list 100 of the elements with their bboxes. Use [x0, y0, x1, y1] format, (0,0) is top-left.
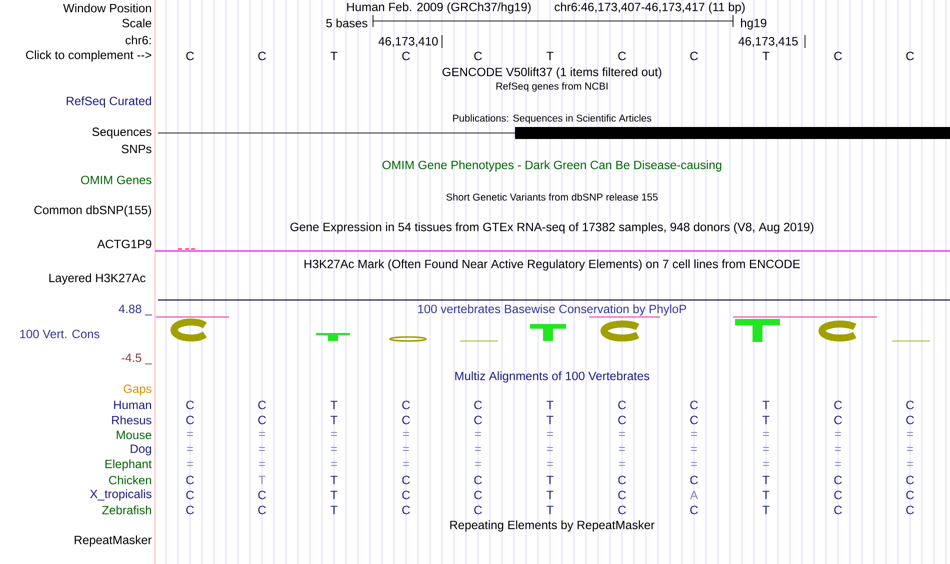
alignment-base: C [402, 416, 410, 424]
species-label: X_tropicalis [90, 489, 152, 501]
alignment-base: C [474, 490, 482, 500]
alignment-base: T [330, 490, 338, 500]
alignment-base: C [402, 400, 410, 410]
track-label: Scale [122, 18, 152, 28]
track-label: Gaps [124, 384, 152, 396]
species-label: Rhesus [112, 416, 152, 424]
track-label: Layered H3K27Ac [49, 273, 146, 285]
alignment-base: C [258, 416, 266, 424]
alignment-base: = [547, 447, 553, 451]
track-title: Multiz Alignments of 100 Vertebrates [455, 371, 650, 383]
alignment-base: T [762, 476, 770, 484]
alignment-base: T [330, 400, 338, 410]
base-letter: C [474, 52, 482, 60]
alignment-base: C [906, 506, 914, 514]
track-label: RefSeq Curated [66, 96, 151, 108]
track-title: RefSeq genes from NCBI [496, 82, 608, 92]
alignment-base: C [834, 490, 842, 500]
alignment-base: C [474, 400, 482, 410]
alignment-base: = [763, 462, 769, 466]
species-label: Elephant [105, 459, 152, 471]
alignment-base: = [835, 447, 841, 451]
alignment-base: T [546, 400, 554, 410]
track-label: chr6: [126, 36, 151, 44]
alignment-base: = [619, 447, 625, 451]
alignment-base: = [619, 462, 625, 466]
alignment-base: C [186, 506, 194, 514]
alignment-base: = [403, 432, 409, 436]
track-label: ACTG1P9 [97, 240, 152, 248]
alignment-base: T [546, 506, 554, 514]
axis-value: 4.88 _ [118, 304, 152, 316]
track-label: Window Position [63, 4, 151, 12]
alignment-base: C [186, 476, 194, 484]
track-label: Common dbSNP(155) [34, 205, 152, 217]
species-label: Zebrafish [102, 506, 152, 514]
alignment-base: C [402, 476, 410, 484]
species-label: Mouse [116, 430, 152, 440]
alignment-base: C [474, 506, 482, 514]
track-label: Sequences [92, 128, 152, 138]
track-label: Click to complement --> [26, 50, 152, 62]
alignment-base: C [834, 506, 842, 514]
track-label: 100 Vert. Cons [20, 330, 100, 338]
track-title: Short Genetic Variants from dbSNP release 155 [446, 193, 658, 201]
species-label: Human [114, 400, 152, 410]
alignment-base: = [691, 432, 697, 436]
alignment-base: = [331, 447, 337, 451]
alignment-base: = [907, 462, 913, 466]
species-label: Dog [130, 444, 152, 456]
base-letter: C [402, 52, 410, 60]
position-label: chr6:46,173,407-46,173,417 (11 bp) [554, 2, 745, 14]
alignment-base: C [186, 490, 194, 500]
alignment-base: C [834, 416, 842, 424]
base-letter: T [330, 52, 338, 60]
alignment-base: C [690, 476, 698, 484]
alignment-base: = [331, 432, 337, 436]
alignment-base: T [330, 476, 338, 484]
track-title: Publications: Sequences in Scientific Articles [453, 114, 652, 124]
alignment-base: = [835, 432, 841, 436]
track-title: 100 vertebrates Basewise Conservation by PhyloP [418, 304, 686, 316]
alignment-base: = [835, 462, 841, 466]
track-title: OMIM Gene Phenotypes - Dark Green Can Be Disease-causing [382, 160, 722, 172]
alignment-base: = [763, 447, 769, 451]
coordinate-label: 46,173,410 [378, 37, 438, 47]
alignment-base: = [331, 462, 337, 466]
alignment-base: C [618, 490, 626, 500]
species-label: Chicken [109, 476, 152, 484]
alignment-base: C [834, 400, 842, 410]
alignment-base: T [762, 506, 770, 514]
coordinate-label: 46,173,415 [738, 37, 798, 47]
alignment-base: = [691, 462, 697, 466]
base-letter: C [690, 52, 698, 60]
track-title: Gene Expression in 54 tissues from GTEx RNA-seq of 17382 samples, 948 donors (V8, Aug 2019) [290, 222, 814, 234]
base-letter: C [834, 52, 842, 60]
base-letter: C [258, 52, 266, 60]
alignment-base: = [475, 447, 481, 451]
base-letter: C [186, 52, 194, 60]
alignment-base: C [402, 506, 410, 514]
track-title: GENCODE V50lift37 (1 items filtered out) [442, 67, 662, 79]
alignment-base: T [546, 490, 554, 500]
base-letter: T [762, 52, 770, 60]
base-letter: C [618, 52, 626, 60]
alignment-base: C [402, 490, 410, 500]
alignment-base: T [762, 416, 770, 424]
alignment-base: T [258, 476, 266, 484]
alignment-base: = [907, 432, 913, 436]
alignment-base: C [906, 416, 914, 424]
alignment-base: = [691, 447, 697, 451]
alignment-base: C [690, 400, 698, 410]
track-label: SNPs [122, 144, 152, 154]
track-title: Repeating Elements by RepeatMasker [450, 520, 654, 532]
track-label: OMIM Genes [81, 176, 152, 184]
scale-label: hg19 [741, 18, 766, 30]
alignment-base: C [618, 416, 626, 424]
alignment-base: = [619, 432, 625, 436]
alignment-base: C [906, 476, 914, 484]
alignment-base: C [690, 506, 698, 514]
alignment-base: = [907, 447, 913, 451]
alignment-base: C [474, 476, 482, 484]
alignment-base: C [618, 400, 626, 410]
